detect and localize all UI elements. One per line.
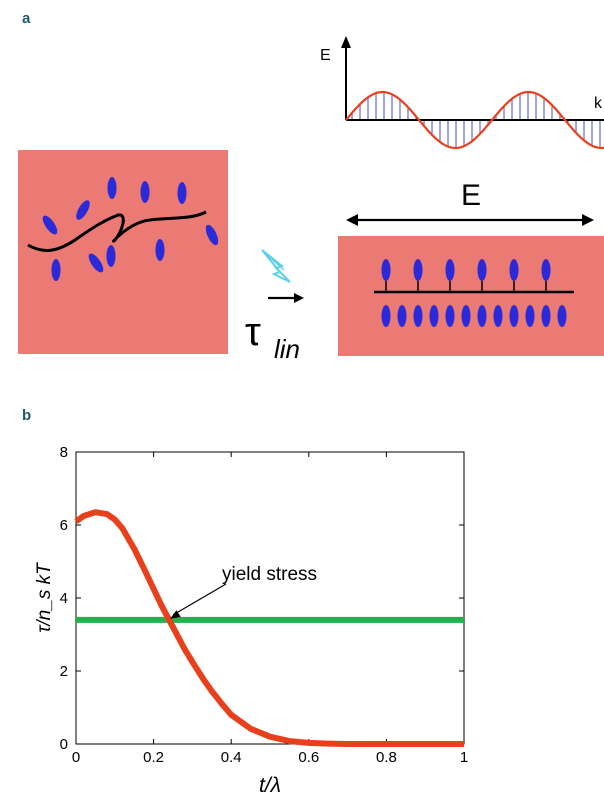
wave-curve: [345, 90, 604, 150]
lightning-icon: [261, 249, 291, 283]
figure-a-schematic: E k τ lin E: [18, 36, 604, 364]
molecule-icon: [76, 200, 90, 220]
light-pulse-icon: [261, 249, 291, 283]
molecule-icon: [88, 253, 104, 273]
left-panel-background: [18, 150, 228, 354]
y-tick-label: 2: [60, 663, 68, 680]
molecule-icon: [541, 259, 551, 281]
plot-frame: [75, 451, 465, 745]
stress-chart: 0 0.2 0.4 0.6 0.8 1 0 2 4 6 8 yield stress t/λ τ/…: [34, 444, 468, 797]
aligned-polymer-box: [338, 236, 604, 356]
molecule-icon: [509, 305, 519, 327]
field-label: E: [461, 179, 481, 212]
aligned-molecules: [381, 259, 567, 327]
wave-axis-arrowhead: [341, 36, 351, 48]
x-tick-label: 0.8: [376, 749, 397, 766]
molecule-icon: [525, 305, 535, 327]
molecule-icon: [205, 224, 219, 246]
tau-symbol: τ: [245, 310, 261, 354]
annotation-arrow: [172, 583, 227, 616]
x-axis-label: t/λ: [259, 774, 281, 797]
molecule-icon: [477, 259, 487, 281]
wave-hatching: [351, 92, 601, 148]
molecule-icon: [429, 305, 439, 327]
molecule-icon: [413, 259, 423, 281]
molecule-icon: [477, 305, 487, 327]
x-tick-label: 0.2: [143, 749, 164, 766]
molecule-icon: [557, 305, 567, 327]
molecule-icon: [177, 182, 187, 204]
x-tick-label: 0.4: [221, 749, 242, 766]
transition-arrowhead: [294, 293, 304, 303]
molecule-icon: [381, 259, 391, 281]
molecule-icon: [493, 305, 503, 327]
wave-diagram: E k: [320, 36, 604, 150]
y-tick-label: 8: [60, 444, 68, 461]
x-tick-label: 0: [72, 749, 80, 766]
molecule-icon: [445, 305, 455, 327]
x-tick-label: 1: [460, 749, 468, 766]
molecule-icon: [445, 259, 455, 281]
molecule-icon: [42, 215, 58, 235]
y-tick-label: 0: [60, 736, 68, 753]
x-tick-label: 0.6: [298, 749, 319, 766]
series-layer: [74, 509, 464, 747]
polymer-backbone-disordered: [27, 210, 207, 252]
disordered-polymer-box: [18, 150, 228, 354]
molecule-icon: [106, 245, 116, 267]
wave-axis-label: E: [320, 47, 331, 64]
tau-subscript: lin: [274, 334, 300, 364]
field-arrowhead-right: [582, 214, 594, 226]
y-tick-label: 4: [60, 590, 68, 607]
wave-axis-label-right: k: [594, 95, 603, 112]
panel-label-b: b: [22, 407, 32, 424]
molecule-icon: [140, 181, 150, 203]
right-panel-background: [338, 236, 604, 356]
field-arrowhead-left: [346, 214, 358, 226]
molecule-icon: [381, 305, 391, 327]
molecule-icon: [51, 259, 61, 281]
annotation-label: yield stress: [222, 564, 317, 585]
stress-curve: [74, 509, 464, 747]
annotation-arrowhead: [170, 610, 181, 619]
molecule-icon: [107, 177, 117, 199]
molecule-icon: [155, 239, 165, 261]
panel-label-a: a: [22, 10, 31, 27]
y-axis-label: τ/n_s kT: [34, 562, 55, 633]
molecule-icon: [461, 305, 471, 327]
molecule-icon: [509, 259, 519, 281]
x-axis-ticks: 0 0.2 0.4 0.6 0.8 1: [72, 452, 468, 766]
y-tick-label: 6: [60, 517, 68, 534]
y-axis-ticks: 0 2 4 6 8: [60, 444, 464, 753]
molecule-icon: [413, 305, 423, 327]
molecule-icon: [397, 305, 407, 327]
molecule-icon: [541, 305, 551, 327]
